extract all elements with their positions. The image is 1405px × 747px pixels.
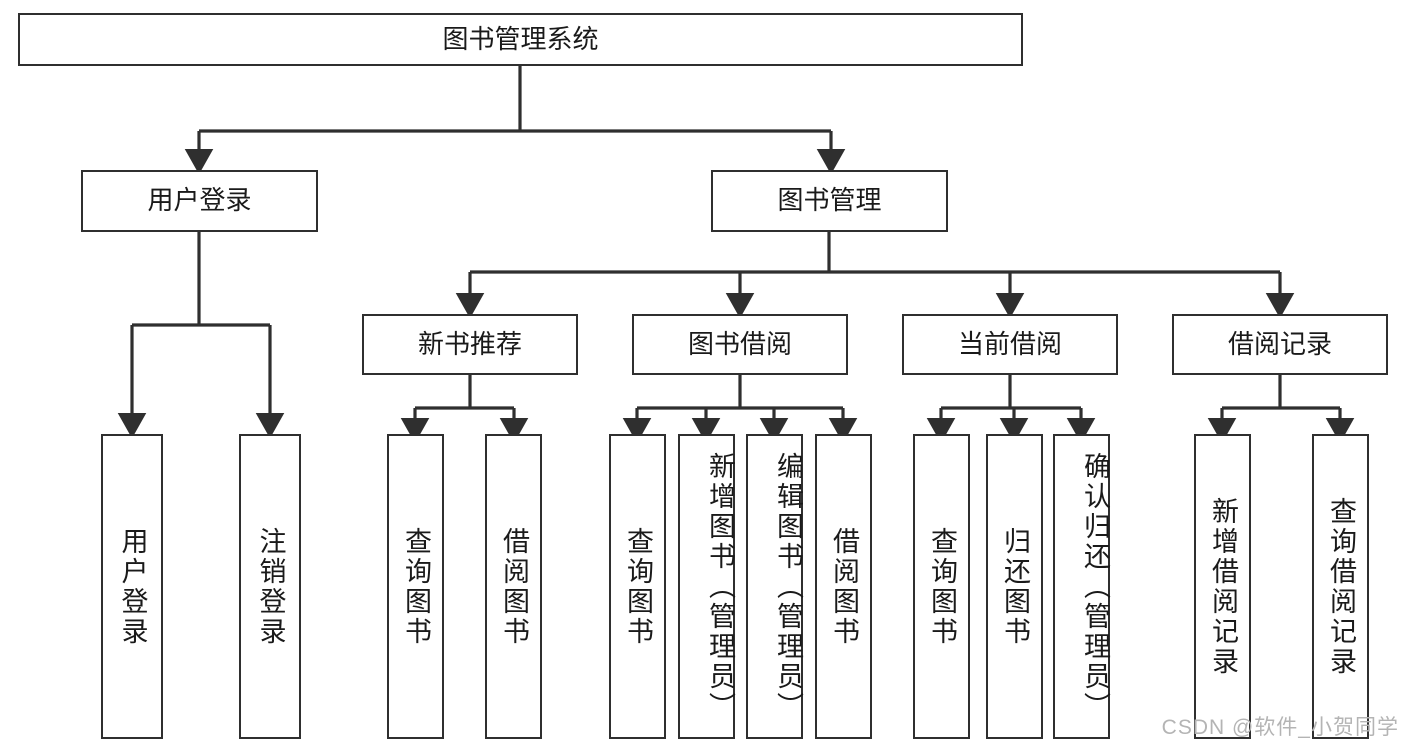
node-book-borrow[interactable]: 图书借阅: [632, 314, 848, 375]
node-leaf-query-book-2-label: 查询图书: [623, 526, 653, 647]
node-leaf-add-record-label: 新增借阅记录: [1208, 496, 1238, 677]
node-root-label: 图书管理系统: [442, 23, 599, 54]
node-leaf-borrow-book-1[interactable]: 借阅图书: [485, 434, 542, 739]
node-leaf-borrow-book-1-label: 借阅图书: [499, 526, 529, 647]
node-new-book-recommend[interactable]: 新书推荐: [362, 314, 578, 375]
node-leaf-return-book[interactable]: 归还图书: [986, 434, 1043, 739]
node-current-borrow[interactable]: 当前借阅: [902, 314, 1118, 375]
node-leaf-query-book-3[interactable]: 查询图书: [913, 434, 970, 739]
node-book-manage-label: 图书管理: [777, 185, 882, 216]
node-user-login-label: 用户登录: [147, 185, 252, 216]
node-leaf-query-book-3-label: 查询图书: [927, 526, 957, 647]
node-new-book-recommend-label: 新书推荐: [417, 328, 522, 359]
node-user-login[interactable]: 用户登录: [81, 170, 318, 232]
node-leaf-query-record[interactable]: 查询借阅记录: [1312, 434, 1369, 739]
node-leaf-query-book-1[interactable]: 查询图书: [387, 434, 444, 739]
node-leaf-add-record[interactable]: 新增借阅记录: [1194, 434, 1251, 739]
node-leaf-query-book-1-label: 查询图书: [401, 526, 431, 647]
node-leaf-borrow-book-2[interactable]: 借阅图书: [815, 434, 872, 739]
node-leaf-add-book-label: 新增图书（管理员）: [705, 451, 735, 722]
node-leaf-confirm-return[interactable]: 确认归还（管理员）: [1053, 434, 1110, 739]
node-leaf-user-logout-label: 注销登录: [255, 526, 286, 647]
node-borrow-record[interactable]: 借阅记录: [1172, 314, 1388, 375]
node-book-borrow-label: 图书借阅: [687, 328, 792, 359]
node-borrow-record-label: 借阅记录: [1227, 328, 1332, 359]
node-leaf-user-login[interactable]: 用户登录: [101, 434, 163, 739]
node-leaf-edit-book-label: 编辑图书（管理员）: [773, 451, 803, 722]
node-current-borrow-label: 当前借阅: [957, 328, 1062, 359]
node-leaf-add-book[interactable]: 新增图书（管理员）: [678, 434, 735, 739]
node-leaf-query-record-label: 查询借阅记录: [1326, 496, 1356, 677]
node-leaf-user-logout[interactable]: 注销登录: [239, 434, 301, 739]
node-book-manage[interactable]: 图书管理: [711, 170, 948, 232]
watermark-text: CSDN @软件_小贺同学: [1161, 716, 1399, 739]
node-leaf-return-book-label: 归还图书: [1000, 526, 1030, 647]
node-leaf-borrow-book-2-label: 借阅图书: [829, 526, 859, 647]
node-leaf-confirm-return-label: 确认归还（管理员）: [1080, 451, 1110, 722]
node-leaf-edit-book[interactable]: 编辑图书（管理员）: [746, 434, 803, 739]
node-leaf-query-book-2[interactable]: 查询图书: [609, 434, 666, 739]
node-root[interactable]: 图书管理系统: [18, 13, 1023, 66]
node-leaf-user-login-label: 用户登录: [117, 526, 148, 647]
